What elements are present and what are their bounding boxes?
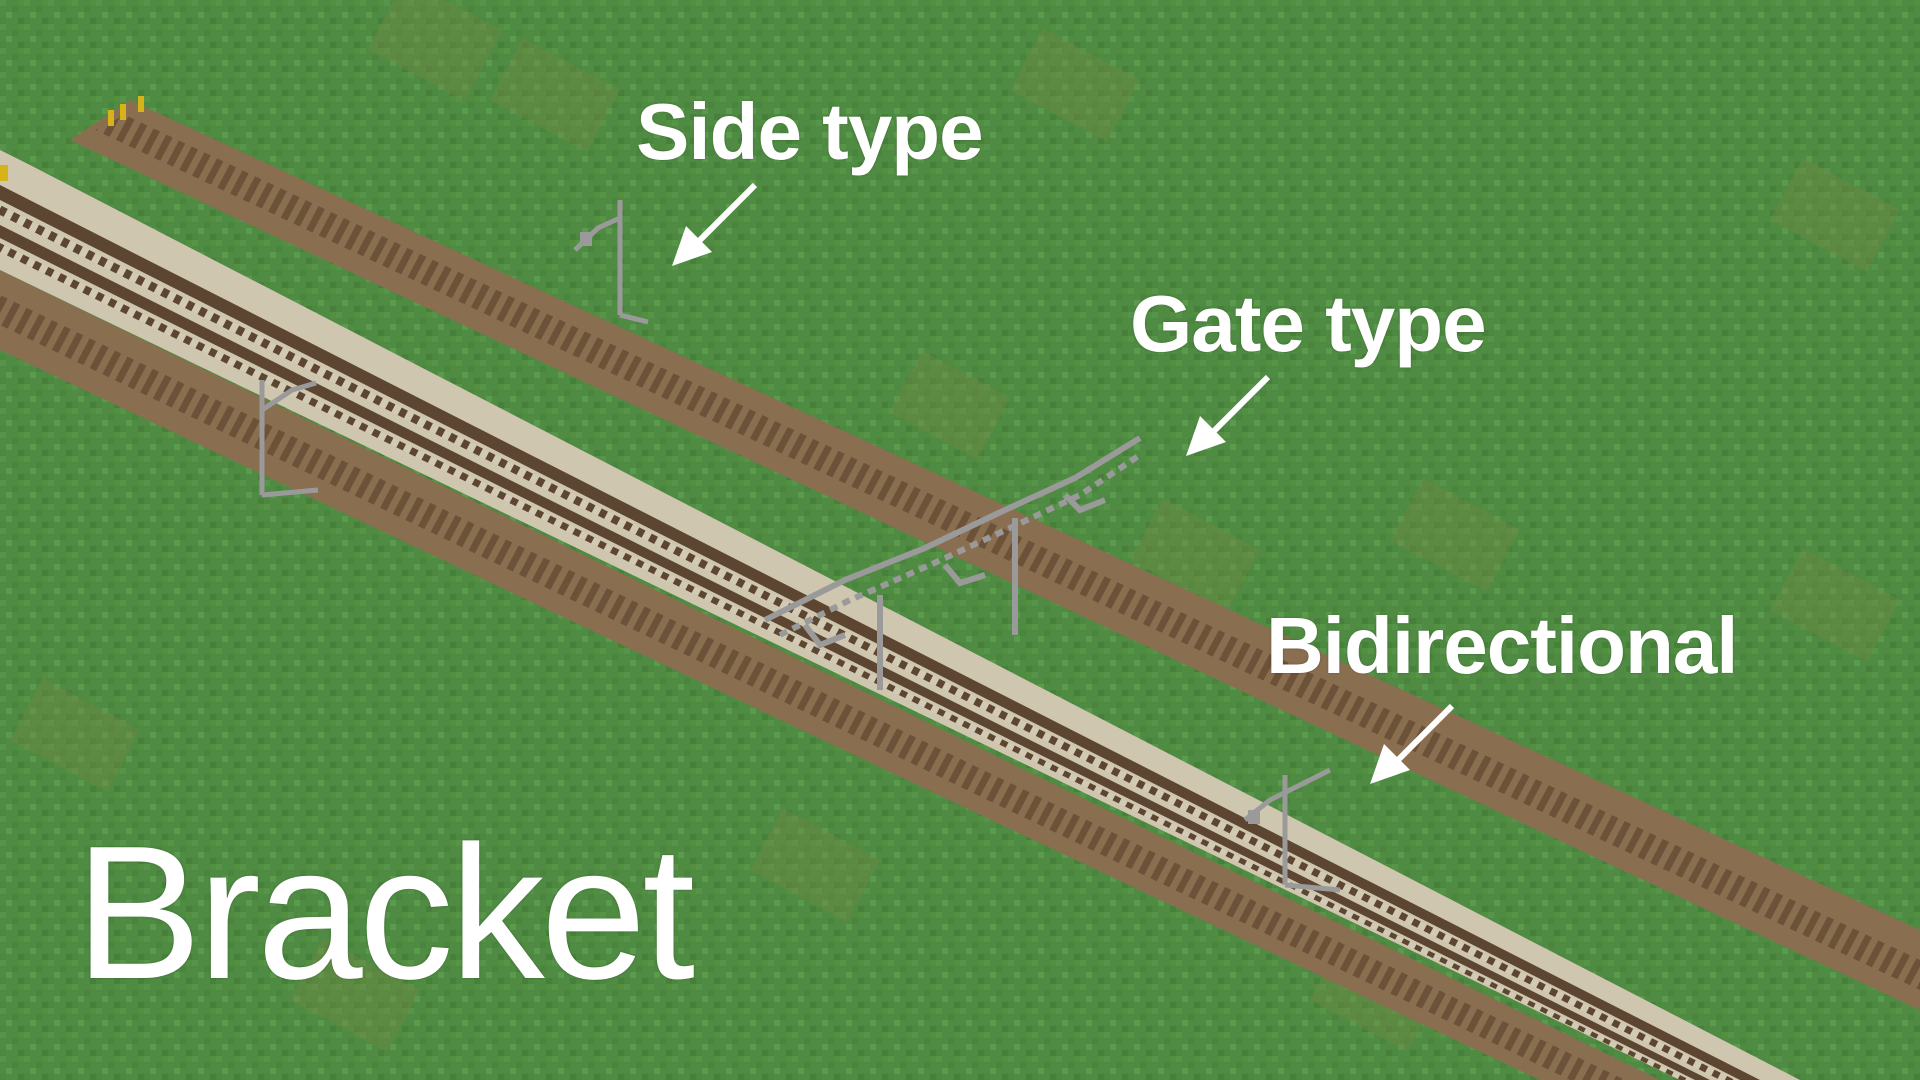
gate-signal-icon	[763, 435, 1142, 690]
arrow-icon	[672, 182, 758, 266]
rail-track-lower	[0, 270, 1660, 1080]
arrow-icon	[1370, 703, 1455, 784]
rail-track-upper	[70, 100, 1920, 1010]
arrow-icon	[1186, 374, 1271, 456]
side-type-label: Side type	[636, 87, 984, 176]
bracket-signal-icon	[259, 380, 319, 498]
bracket-label: Bracket	[75, 807, 695, 1019]
bidirectional-label: Bidirectional	[1266, 601, 1739, 690]
bidirectional-signal-icon	[1243, 767, 1341, 893]
gate-type-label: Gate type	[1130, 279, 1487, 368]
side-signal-icon	[573, 200, 649, 325]
track-end-marker-icon	[0, 96, 144, 181]
